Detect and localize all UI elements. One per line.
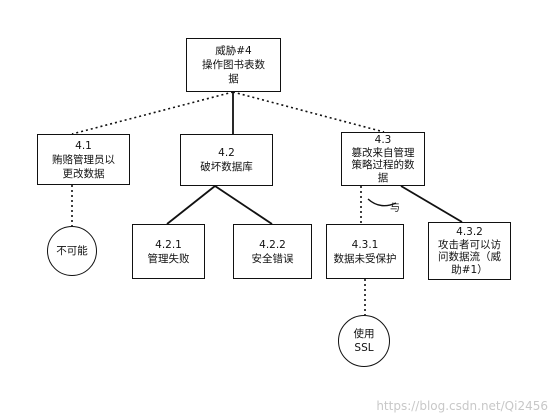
- node-4.2.2-line2: 安全错误: [251, 252, 294, 265]
- node-threat-4-line1: 威胁#4: [215, 45, 252, 57]
- node-4.2-line1: 4.2: [218, 147, 235, 159]
- node-4.3.1-line1: 4.3.1: [351, 238, 379, 251]
- node-4.1-line3: 更改数据: [62, 167, 105, 180]
- node-4.2.2-line1: 4.2.2: [259, 238, 286, 251]
- node-4.3-line1: 4.3: [374, 134, 392, 146]
- edge-4.2-to-4.2.1: [166, 185, 216, 225]
- node-use-ssl: 使用 SSL: [338, 315, 390, 367]
- edge-4.3-to-4.3.2: [400, 185, 463, 223]
- node-4.3-line2: 篡改来自管理: [351, 146, 415, 159]
- node-4.3.2-line4: 助#1）: [451, 263, 488, 276]
- node-use-ssl-line1: 使用: [353, 328, 375, 340]
- edge-4-to-4.1: [71, 91, 234, 135]
- node-4.2.1-line1: 4.2.1: [155, 238, 182, 251]
- node-4.3.1: 4.3.1 数据未受保护: [326, 224, 404, 279]
- watermark-url: https://blog.csdn.net/Qi2456: [376, 399, 548, 413]
- node-4.3.2-line2: 攻击者可以访: [438, 238, 501, 251]
- node-threat-4-line3: 据: [228, 73, 239, 85]
- edge-4-to-4.3: [232, 91, 385, 133]
- node-impossible: 不可能: [47, 226, 97, 276]
- node-threat-4: 威胁#4 操作图书表数 据: [186, 38, 281, 92]
- node-4.1-line1: 4.1: [75, 139, 92, 152]
- node-4.3.1-line2: 数据未受保护: [333, 252, 397, 265]
- edge-4.2-to-4.2.2: [214, 185, 273, 225]
- node-4.2.1: 4.2.1 管理失败: [132, 224, 205, 279]
- node-4.3-line4: 据: [377, 171, 389, 184]
- node-4.2: 4.2 破坏数据库: [180, 134, 273, 186]
- node-4.1-line2: 贿赂管理员以: [52, 153, 115, 166]
- node-4.3.2: 4.3.2 攻击者可以访 问数据流（威 助#1）: [428, 222, 511, 280]
- node-4.2-line2: 破坏数据库: [200, 161, 253, 173]
- and-label: 与: [390, 203, 400, 214]
- node-impossible-label: 不可能: [56, 245, 88, 257]
- node-threat-4-line2: 操作图书表数: [202, 59, 265, 71]
- node-use-ssl-line2: SSL: [354, 342, 374, 354]
- node-4.2.2: 4.2.2 安全错误: [233, 224, 312, 279]
- node-4.2.1-line2: 管理失败: [147, 252, 190, 265]
- and-arc: [367, 198, 397, 207]
- node-4.3-line3: 策略过程的数: [351, 159, 415, 171]
- node-4.3.2-line1: 4.3.2: [456, 226, 483, 238]
- node-4.3.2-line3: 问数据流（威: [438, 251, 501, 263]
- node-4.3: 4.3 篡改来自管理 策略过程的数 据: [341, 132, 425, 186]
- node-4.1: 4.1 贿赂管理员以 更改数据: [37, 134, 130, 185]
